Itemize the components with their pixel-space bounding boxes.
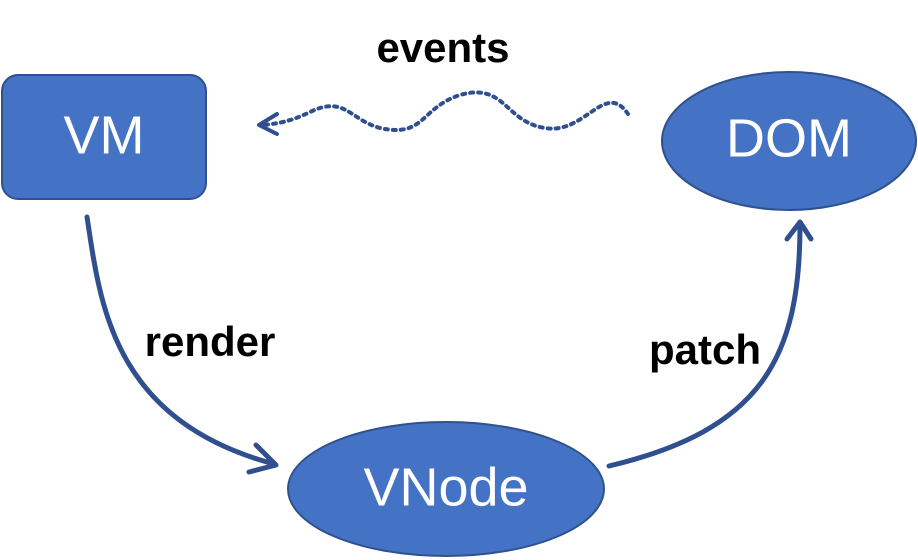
- dom-node: DOM: [661, 71, 917, 211]
- events-arrow: [257, 90, 630, 136]
- render-label: render: [145, 318, 276, 365]
- vm-node: VM: [1, 74, 207, 200]
- vnode-label: VNode: [363, 457, 528, 517]
- events-label: events: [376, 24, 509, 71]
- vm-label: VM: [64, 105, 145, 165]
- patch-label: patch: [649, 326, 761, 373]
- render-arrow: [84, 214, 279, 475]
- vnode-node: VNode: [287, 421, 605, 557]
- dom-label: DOM: [726, 108, 852, 168]
- patch-arrow: [606, 219, 814, 469]
